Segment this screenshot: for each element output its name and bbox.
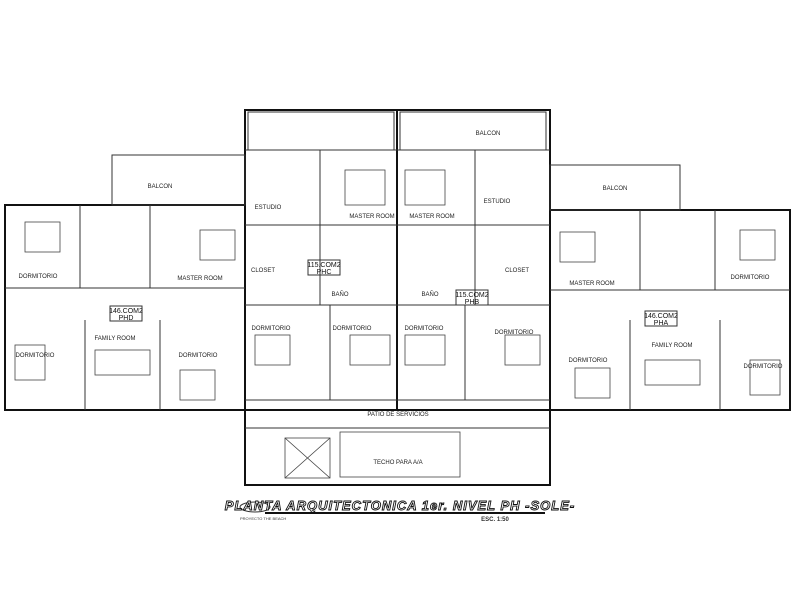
- unit-name: PHB: [465, 299, 480, 306]
- room-label: DORMITORIO: [333, 326, 372, 332]
- room-label: DORMITORIO: [16, 353, 55, 359]
- room-label: BALCON: [603, 186, 628, 192]
- room-label: DORMITORIO: [405, 326, 444, 332]
- title-block: PLANTA ARQUITECTONICA 1er. NIVEL PH -SOL…: [224, 498, 575, 523]
- room-label: DORMITORIO: [744, 364, 783, 370]
- room-label: FAMILY ROOM: [94, 336, 135, 342]
- room-label: DORMITORIO: [179, 353, 218, 359]
- unit-area: 146.COM2: [644, 313, 678, 320]
- unit-name: PHC: [317, 269, 332, 276]
- room-label: PATIO DE SERVICIOS: [367, 412, 428, 418]
- room-label: MASTER ROOM: [569, 281, 614, 287]
- room-label: DORMITORIO: [252, 326, 291, 332]
- room-label: TECHO PARA A/A: [373, 460, 422, 466]
- walls: [4, 109, 791, 486]
- room-label: DORMITORIO: [19, 274, 58, 280]
- room-label: MASTER ROOM: [177, 276, 222, 282]
- room-labels: BALCON BALCON BALCON ESTUDIO ESTUDIO MAS…: [16, 131, 783, 466]
- unit-tags: 146.COM2 PHD 115.COM2 PHC 115.COM2 PHB 1…: [109, 259, 678, 327]
- room-label: DORMITORIO: [569, 358, 608, 364]
- plan-scale: ESC. 1:50: [481, 517, 509, 523]
- room-label: DORMITORIO: [495, 330, 534, 336]
- project-note: PROYECTO THE BEACH: [240, 516, 286, 521]
- unit-area: 115.COM2: [455, 292, 488, 299]
- room-label: ESTUDIO: [484, 199, 511, 205]
- room-label: BALCON: [476, 131, 501, 137]
- room-label: CLOSET: [505, 268, 529, 274]
- plan-title: PLANTA ARQUITECTONICA 1er. NIVEL PH -SOL…: [225, 498, 575, 513]
- room-label: BAÑO: [421, 291, 438, 298]
- room-label: MASTER ROOM: [349, 214, 394, 220]
- room-label: CLOSET: [251, 268, 275, 274]
- room-label: BALCON: [148, 184, 173, 190]
- unit-name: PHA: [654, 320, 669, 327]
- room-label: MASTER ROOM: [409, 214, 454, 220]
- room-label: ESTUDIO: [255, 205, 282, 211]
- room-label: DORMITORIO: [731, 275, 770, 281]
- room-label: FAMILY ROOM: [651, 343, 692, 349]
- unit-name: PHD: [119, 315, 134, 322]
- unit-area: 115.COM2: [307, 262, 340, 269]
- unit-area: 146.COM2: [109, 308, 143, 315]
- room-label: BAÑO: [331, 291, 348, 298]
